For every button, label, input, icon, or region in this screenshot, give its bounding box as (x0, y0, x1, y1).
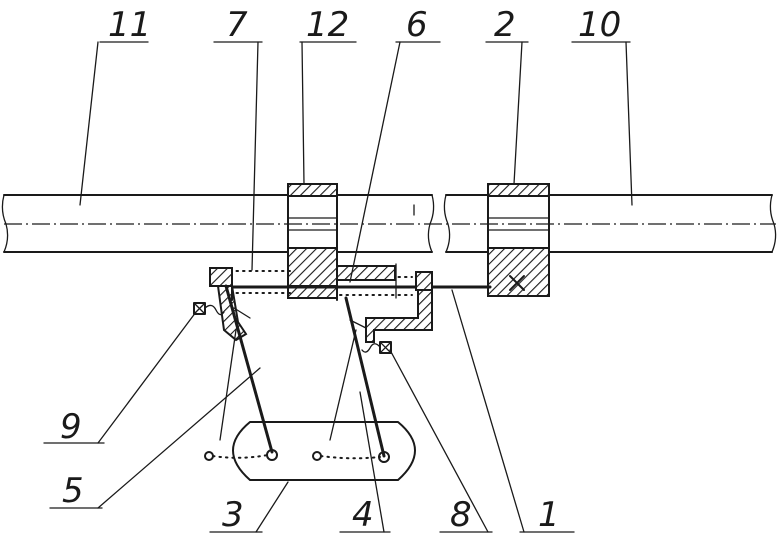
levers (219, 284, 386, 458)
label-1: 1 (538, 495, 560, 535)
base-plate-3 (204, 421, 416, 481)
sleeve-2 (487, 183, 550, 297)
label-2: 2 (494, 5, 516, 45)
label-6: 6 (406, 5, 428, 45)
left-bracket (209, 267, 248, 342)
label-10: 10 (578, 5, 621, 45)
label-12: 12 (306, 5, 349, 45)
sleeve-12 (287, 183, 338, 299)
label-4: 4 (352, 495, 374, 535)
right-bracket (365, 271, 433, 343)
label-9: 9 (60, 407, 82, 447)
sensor-9 (193, 302, 225, 316)
sensor-8 (361, 341, 392, 354)
label-11: 11 (108, 5, 151, 45)
label-3: 3 (222, 495, 244, 535)
label-7: 7 (226, 5, 248, 45)
label-5: 5 (62, 471, 84, 511)
label-8: 8 (450, 495, 472, 535)
leader-lines (43, 41, 633, 533)
